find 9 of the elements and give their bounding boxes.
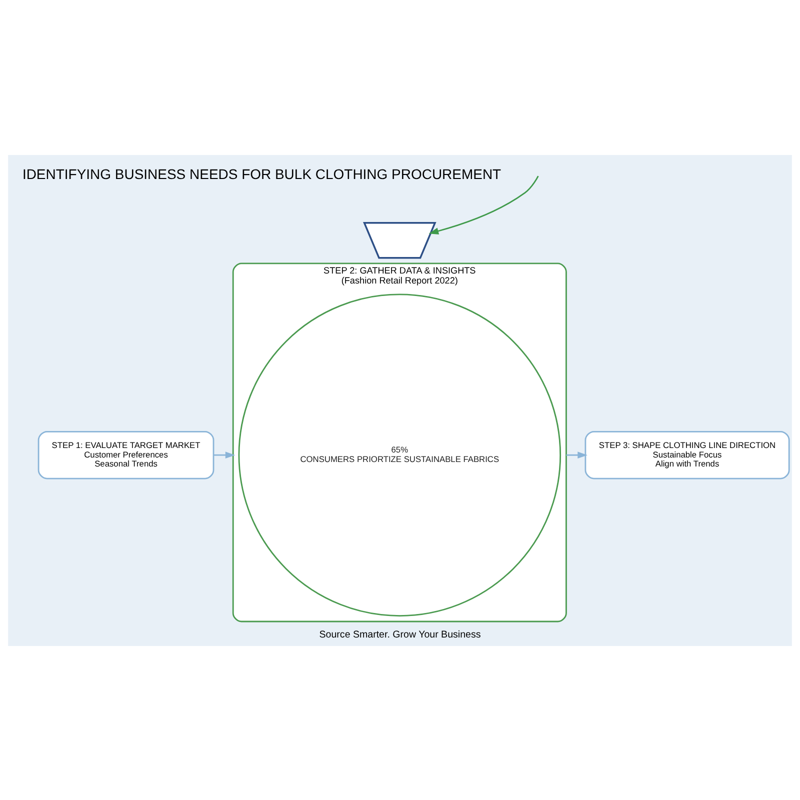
arrow <box>566 451 588 458</box>
node-circle: 65% CONSUMERS PRIORTIZE SUSTAINABLE FABRICS <box>238 293 562 616</box>
node-box: STEP 3: SHAPE CLOTHING LINE DIRECTION Sustainable Focus Align with Trends <box>584 430 790 479</box>
node-box: STEP 1: EVALUATE TARGET MARKET Customer Preferences Seasonal Trends <box>38 430 214 479</box>
arrow <box>214 451 236 458</box>
arrow <box>428 175 539 234</box>
node-funnel <box>363 222 436 258</box>
caption: Source Smarter. Grow Your Business <box>319 629 481 640</box>
diagram-title: IDENTIFYING BUSINESS NEEDS FOR BULK CLOTHING PROCUREMENT <box>22 165 502 182</box>
